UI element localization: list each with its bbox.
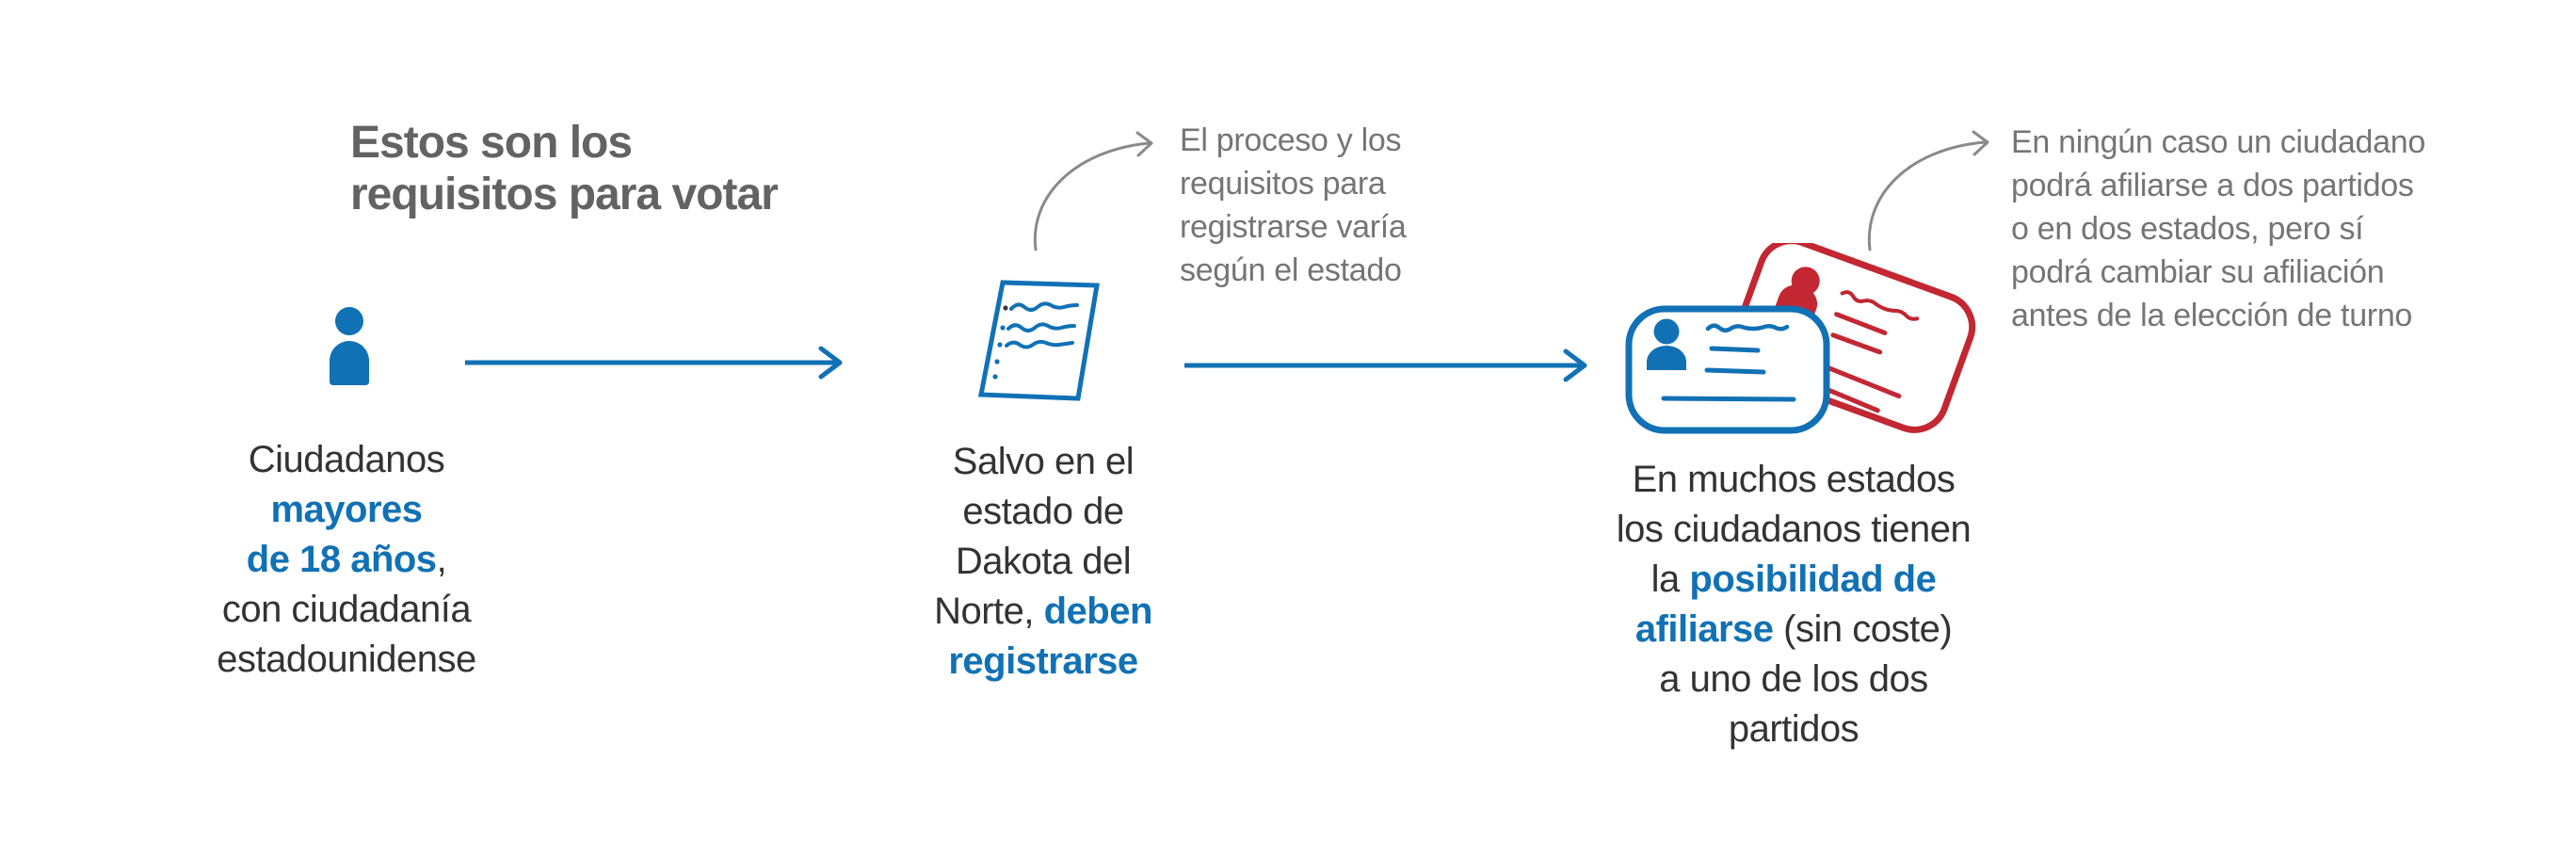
annotation-line: requisitos para	[1180, 166, 1386, 202]
caption-line: los ciudadanos tienen	[1616, 509, 1972, 550]
annotation-line: registrarse varía	[1180, 209, 1407, 245]
highlight-text: deben	[1043, 591, 1153, 632]
curved-arrow-2-icon	[1867, 130, 1989, 251]
highlight-text: registrarse	[948, 640, 1138, 682]
curved-arrow-1-icon	[1033, 131, 1153, 251]
caption-line: estado de	[962, 491, 1124, 532]
annotation-line: podrá afiliarse a dos partidos	[2011, 168, 2414, 203]
annotation-line: En ningún caso un ciudadano	[2011, 124, 2425, 160]
annotation-line: podrá cambiar su afiliación	[2011, 254, 2385, 290]
person-icon	[330, 307, 369, 385]
caption-line: la posibilidad de	[1650, 559, 1937, 600]
annotation-line: según el estado	[1180, 252, 1402, 288]
affiliation-annotation: En ningún caso un ciudadano podrá afilia…	[2011, 121, 2482, 337]
caption-line: Dakota del	[955, 541, 1132, 582]
title-line: requisitos para votar	[350, 170, 779, 219]
caption-line: afiliarse (sin coste)	[1634, 608, 1953, 650]
caption-line: Ciudadanos	[248, 439, 445, 480]
step-citizens-caption: Ciudadanos mayores de 18 años, con ciuda…	[130, 435, 563, 685]
step-affiliation-caption: En muchos estados los ciudadanos tienen …	[1549, 455, 2038, 754]
caption-line: a uno de los dos	[1659, 658, 1928, 700]
step-register-caption: Salvo en el estado de Dakota del Norte, …	[855, 437, 1232, 687]
highlight-text: posibilidad de	[1689, 559, 1937, 600]
annotation-line: El proceso y los	[1180, 122, 1402, 158]
caption-line: registrarse	[855, 637, 1232, 687]
highlight-text: de 18 años	[246, 539, 437, 580]
caption-line: de 18 años,	[246, 539, 447, 580]
caption-line: estadounidense	[217, 639, 476, 680]
id-card-blue-icon	[1625, 305, 1830, 434]
caption-line: partidos	[1728, 708, 1860, 750]
caption-line: Norte, deben	[934, 591, 1153, 632]
annotation-line: antes de la elección de turno	[2011, 298, 2413, 333]
highlight-text: afiliarse	[1634, 608, 1774, 650]
registration-form-icon	[977, 280, 1100, 401]
caption-line: con ciudadanía	[221, 589, 472, 630]
flow-arrow-2	[1184, 348, 1587, 382]
party-id-cards-icon	[1625, 243, 1976, 434]
title-line: Estos son los	[350, 118, 633, 168]
highlight-text: mayores	[270, 489, 423, 530]
caption-line: Salvo en el	[952, 441, 1135, 482]
caption-line: mayores	[130, 485, 563, 535]
annotation-line: o en dos estados, pero sí	[2011, 211, 2364, 247]
registration-annotation: El proceso y los requisitos para registr…	[1180, 119, 1490, 292]
caption-line: En muchos estados	[1632, 459, 1956, 500]
flow-arrow-1	[465, 346, 843, 380]
infographic-title: Estos son los requisitos para votar	[350, 117, 877, 220]
